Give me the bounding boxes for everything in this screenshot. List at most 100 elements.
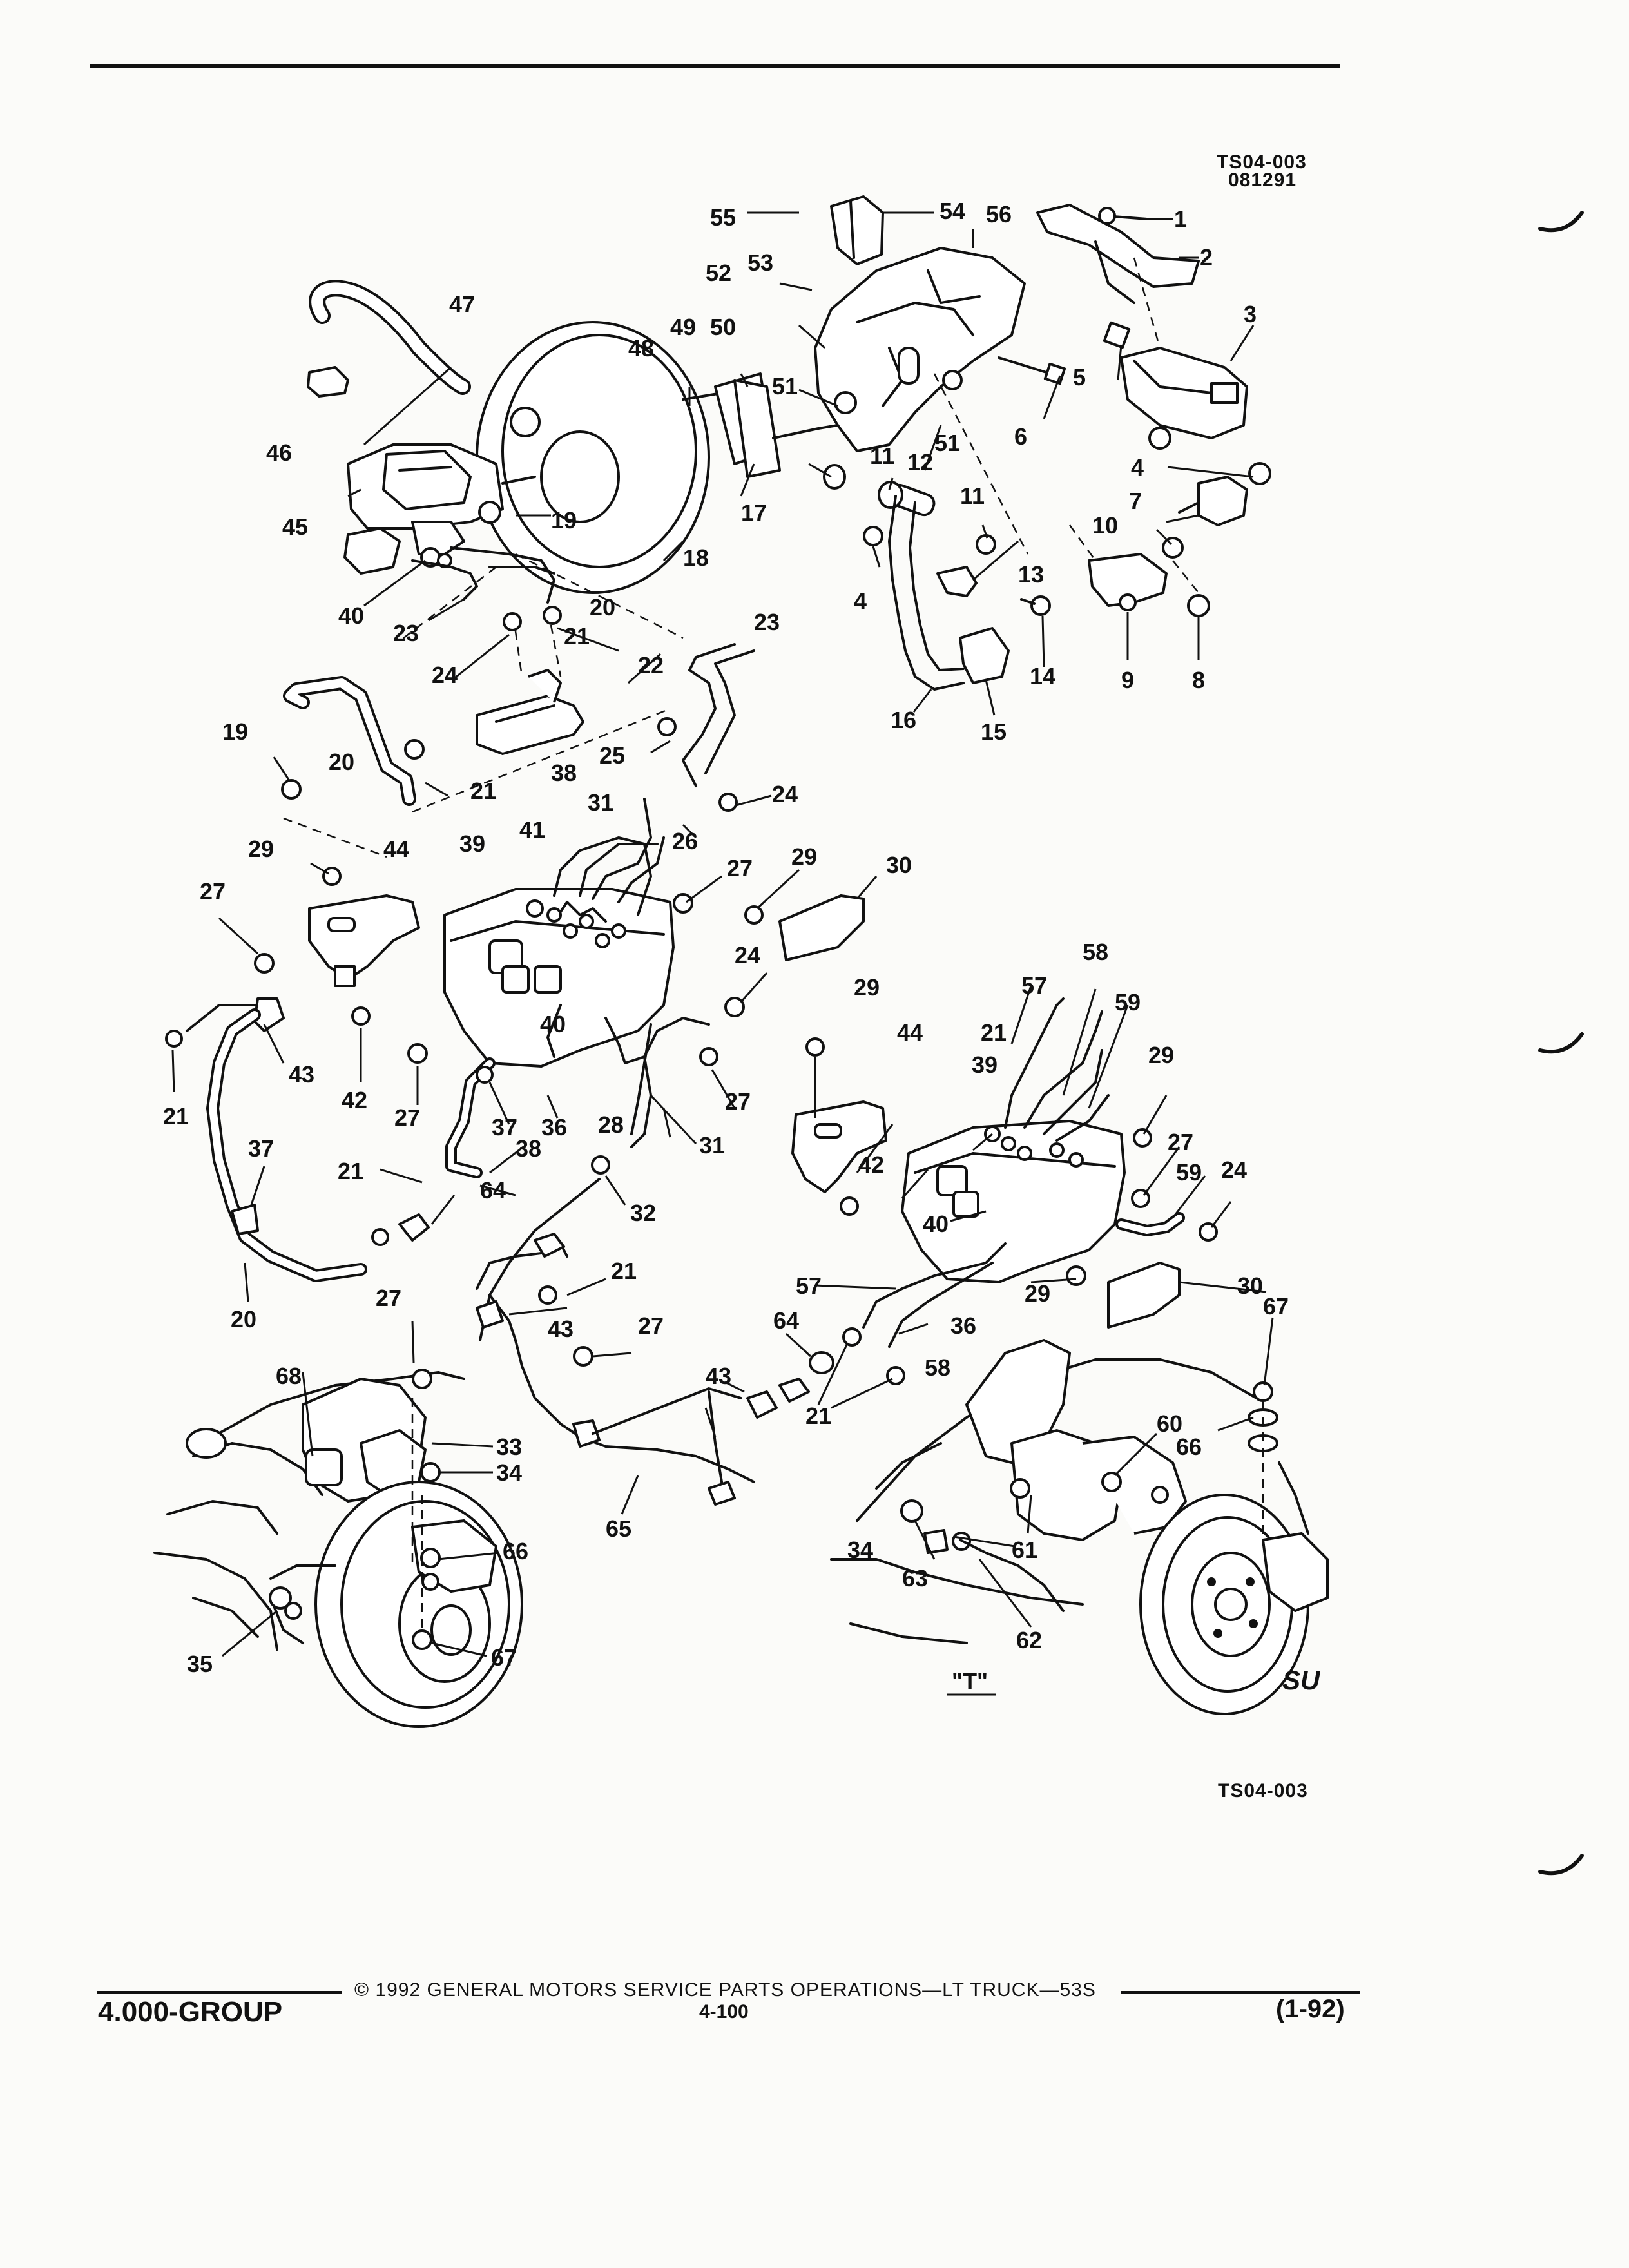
callout-24c: 24 xyxy=(735,942,760,968)
callout-29c: 29 xyxy=(854,974,880,1001)
abs-unit-left xyxy=(308,798,865,1178)
callout-60: 60 xyxy=(1157,1410,1182,1437)
callout-21c: 21 xyxy=(163,1103,189,1129)
callout-51b: 51 xyxy=(934,430,960,456)
callout-21b: 21 xyxy=(470,778,496,804)
callout-19a: 19 xyxy=(551,507,577,533)
callout-19b: 19 xyxy=(222,718,248,745)
callout-24a: 24 xyxy=(432,662,458,688)
callout-36b: 36 xyxy=(950,1312,976,1339)
callout-23a: 23 xyxy=(393,620,419,646)
callout-24b: 24 xyxy=(772,781,798,807)
callout-59a: 59 xyxy=(1115,989,1141,1015)
figure-code-bottom: TS04-003 xyxy=(1218,1780,1308,1802)
callout-25: 25 xyxy=(599,742,625,769)
center-brake-lines xyxy=(476,1155,905,1506)
callout-5: 5 xyxy=(1073,364,1086,390)
callout-28: 28 xyxy=(598,1111,624,1138)
callout-39a: 39 xyxy=(459,831,485,857)
footer-revision: (1-92) xyxy=(1276,1995,1345,2023)
callout-61: 61 xyxy=(1012,1537,1037,1563)
callout-34b: 34 xyxy=(847,1537,873,1563)
callout-51a: 51 xyxy=(772,373,798,399)
callout-27a: 27 xyxy=(200,878,226,905)
callout-29d: 29 xyxy=(1148,1042,1174,1068)
callout-3: 3 xyxy=(1244,301,1257,327)
callout-57a: 57 xyxy=(796,1273,822,1299)
margin-mark-2 xyxy=(1538,1032,1584,1054)
view-label-t: "T" xyxy=(952,1668,988,1695)
callout-20c: 20 xyxy=(231,1306,256,1332)
margin-mark-3 xyxy=(1538,1854,1584,1876)
callout-47: 47 xyxy=(449,291,475,318)
callout-38a: 38 xyxy=(551,760,577,786)
callout-26: 26 xyxy=(672,828,698,854)
callout-29e: 29 xyxy=(1025,1280,1050,1307)
callout-20b: 20 xyxy=(329,749,354,775)
callout-43a: 43 xyxy=(289,1061,314,1088)
callout-50: 50 xyxy=(710,314,736,340)
callout-67a: 67 xyxy=(491,1644,517,1671)
callout-49: 49 xyxy=(670,314,696,340)
callout-54: 54 xyxy=(940,198,965,224)
callout-29a: 29 xyxy=(248,836,274,862)
callout-68: 68 xyxy=(276,1363,302,1389)
callout-31b: 31 xyxy=(699,1132,725,1158)
callout-43b: 43 xyxy=(548,1316,574,1342)
callout-42a: 42 xyxy=(342,1087,367,1113)
callout-65: 65 xyxy=(606,1515,631,1542)
callout-21a: 21 xyxy=(564,623,590,649)
callout-9: 9 xyxy=(1121,667,1134,693)
callout-48: 48 xyxy=(628,335,654,361)
callout-2: 2 xyxy=(1200,244,1213,271)
callout-6: 6 xyxy=(1014,423,1027,450)
callout-11b: 11 xyxy=(960,483,985,509)
callout-38b: 38 xyxy=(516,1135,541,1162)
callout-17: 17 xyxy=(741,499,767,526)
callout-21f: 21 xyxy=(805,1403,831,1429)
callout-30b: 30 xyxy=(1237,1273,1263,1299)
footer-copyright: © 1992 GENERAL MOTORS SERVICE PARTS OPER… xyxy=(354,1979,1096,2001)
callout-8: 8 xyxy=(1192,667,1205,693)
callout-62: 62 xyxy=(1016,1627,1042,1653)
callout-29b: 29 xyxy=(791,843,817,870)
callout-27b: 27 xyxy=(727,855,753,881)
callout-37b: 37 xyxy=(248,1135,274,1162)
callout-14: 14 xyxy=(1030,663,1055,689)
callout-4a: 4 xyxy=(1131,454,1144,481)
callout-66a: 66 xyxy=(503,1538,528,1564)
callout-46: 46 xyxy=(266,439,292,466)
callout-42b: 42 xyxy=(858,1151,884,1178)
callout-1: 1 xyxy=(1174,206,1187,232)
callout-27e: 27 xyxy=(638,1312,664,1339)
callout-27d: 27 xyxy=(725,1088,751,1115)
callout-55: 55 xyxy=(710,204,736,231)
callout-43c: 43 xyxy=(706,1363,731,1389)
footer-page-number: 4-100 xyxy=(699,2001,749,2023)
footer-rule-right xyxy=(1121,1991,1360,1994)
callout-63: 63 xyxy=(902,1565,928,1591)
callout-12: 12 xyxy=(907,449,933,476)
callout-16: 16 xyxy=(891,707,916,733)
su-logo: SU xyxy=(1282,1665,1321,1695)
callout-40c: 40 xyxy=(923,1211,949,1237)
top-rule xyxy=(90,64,1340,68)
callout-13: 13 xyxy=(1018,561,1044,588)
callout-57b: 57 xyxy=(1021,972,1047,999)
callout-41: 41 xyxy=(519,816,545,843)
callout-21d: 21 xyxy=(338,1158,363,1184)
footer-group: 4.000-GROUP xyxy=(98,1996,283,2028)
callout-66b: 66 xyxy=(1176,1434,1202,1460)
callout-18: 18 xyxy=(683,544,709,571)
callout-23b: 23 xyxy=(754,609,780,635)
callout-44b: 44 xyxy=(897,1019,923,1046)
callout-labels: 1 2 3 4 5 6 7 8 9 10 11 11 12 13 4 14 15… xyxy=(163,198,1289,1677)
callout-27c: 27 xyxy=(394,1104,420,1131)
callout-64b: 64 xyxy=(773,1307,799,1334)
callout-58b: 58 xyxy=(1083,939,1108,965)
callout-67b: 67 xyxy=(1263,1293,1289,1320)
callout-27g: 27 xyxy=(1168,1129,1193,1155)
callout-45: 45 xyxy=(282,514,308,540)
callout-56: 56 xyxy=(986,201,1012,227)
